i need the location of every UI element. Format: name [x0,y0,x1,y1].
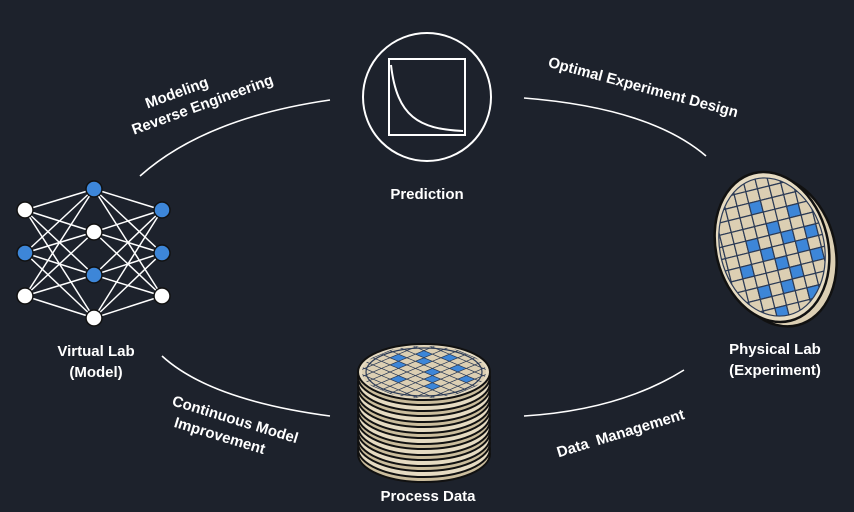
wafer-cell [823,304,840,321]
network-node [16,201,34,219]
network-node [16,244,34,262]
arc-data-to-model [161,355,331,417]
disk-grid-border [365,347,483,397]
arc-model-to-prediction [139,99,331,177]
disk-cell [416,336,433,343]
wafer-icon [704,151,840,328]
continuous-improvement-edge-label: Continuous Model Improvement [170,393,300,458]
wafer-cell [835,301,840,318]
wafer-cell [716,170,733,187]
network-connections [24,188,163,319]
network-node [85,266,103,284]
network-edge [24,274,95,297]
network-node [85,309,103,327]
disk-cell [492,368,509,375]
wafer-cell [707,185,724,202]
wafer-cell [727,316,744,328]
wafer-cell [704,176,709,193]
disk-cell [339,368,356,375]
wafer-cell [803,173,820,190]
arc-experiment-to-data [523,369,685,417]
prediction-icon [362,32,492,162]
network-node [153,287,171,305]
physical-lab-label: Physical Lab [729,341,821,358]
network-edge [93,209,163,319]
neural-network-icon [16,180,171,327]
wafer-cell [788,166,805,181]
arc-prediction-to-experiment [523,97,707,157]
wafer-cell [739,313,756,328]
modeling-edge-label: Modeling Reverse Engineering [130,72,276,139]
process-data-label: Process Data [380,488,476,505]
network-edge [24,188,95,297]
wafer-cell [753,321,770,328]
wafer-cell [704,173,721,190]
prediction-label: Prediction [390,186,463,203]
wafer-cell [704,199,715,216]
wafer-cell [798,151,813,166]
process-data-stack-icon [339,336,509,483]
wafer-cell [742,324,759,328]
network-node [85,180,103,198]
disk-cell [474,368,486,376]
network-edge [93,188,163,211]
wafer-cell [704,188,712,205]
network-edge [93,209,163,276]
wafer-cell [724,304,741,321]
disk-cell [474,360,486,369]
data-management-label: Data Management [555,406,687,461]
network-node [85,223,103,241]
network-edge [24,188,95,254]
wafer-cell [774,166,791,173]
disk-cell [474,375,486,384]
network-edge [93,295,163,319]
network-node [153,201,171,219]
network-node [16,287,34,305]
optimal-experiment-design-label: Optimal Experiment Design [546,54,740,121]
disk-grid [339,336,509,398]
network-edge [24,231,95,297]
virtual-lab-sublabel: (Model) [69,364,122,381]
cycle-arcs [139,97,707,417]
physical-lab-sublabel: (Experiment) [729,362,821,379]
network-edge [24,188,95,211]
network-edge [93,252,163,319]
network-edge [93,209,163,233]
network-node [153,244,171,262]
wafer-cell [800,166,817,178]
network-edge [24,295,95,319]
wafer-cell [832,289,840,306]
wafer-cell [785,166,802,170]
data-management-edge-label: Data Management [555,406,687,461]
virtual-lab-label: Virtual Lab [57,343,134,360]
optimal-design-edge-label: Optimal Experiment Design [546,54,740,121]
